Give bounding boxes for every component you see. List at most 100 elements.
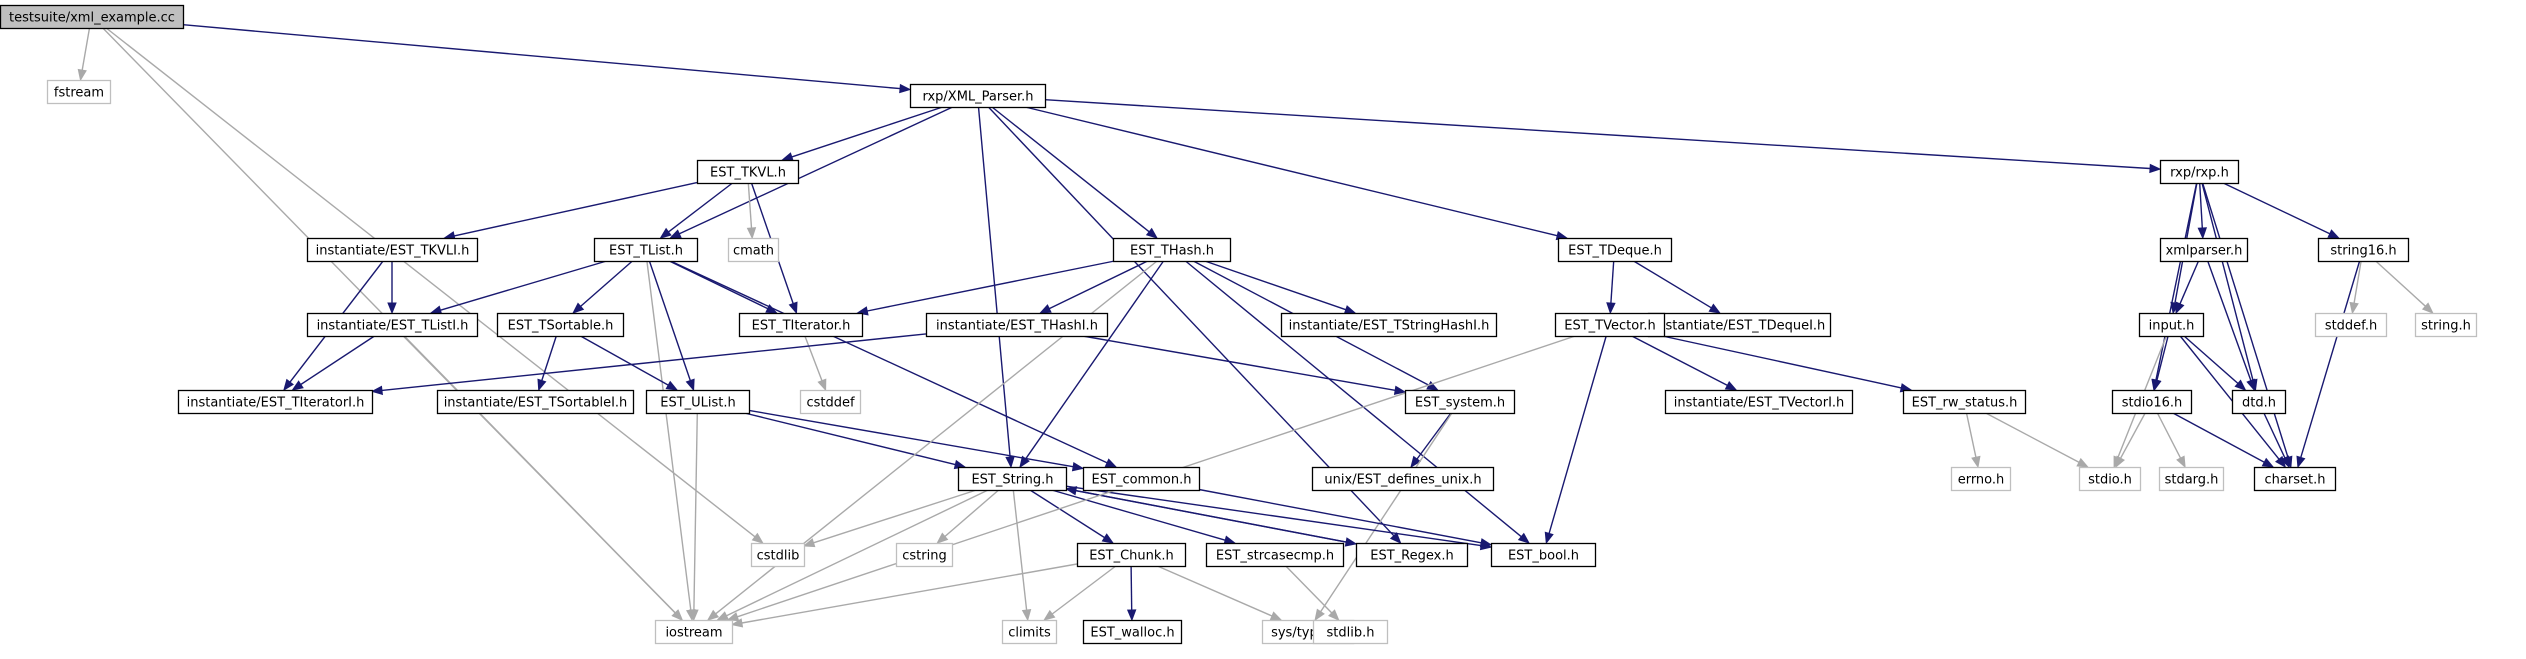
edge-xml_example-to-fstream <box>77 27 91 82</box>
node-label: EST_TVector.h <box>1564 319 1655 334</box>
node-xml-example[interactable]: testsuite/xml_example.cc <box>0 4 185 30</box>
node-est-system[interactable]: EST_system.h <box>1404 389 1516 415</box>
edge-est_ulist-to-iostream <box>689 412 699 622</box>
edge-est_tvector-to-est_bool <box>1544 335 1607 545</box>
node-unix-defines[interactable]: unix/EST_defines_unix.h <box>1311 466 1495 492</box>
node-est-rw-status[interactable]: EST_rw_status.h <box>1902 389 2027 415</box>
edge-est_string-to-est_bool <box>1065 485 1493 551</box>
edge-est_thash-to-est_string <box>1019 260 1165 469</box>
edge-xml_parser-to-est_tlist <box>669 106 953 239</box>
node-inst-tdequei[interactable]: instantiate/EST_TDequeI.h <box>1647 312 1832 338</box>
edge-stdio16_h-to-charset_h <box>2172 412 2275 468</box>
node-stdarg-h: stdarg.h <box>2158 466 2225 492</box>
node-label: EST_common.h <box>1092 473 1192 488</box>
edge-est_tlist-to-est_ulist <box>648 260 695 392</box>
node-label: climits <box>1008 626 1051 641</box>
node-label: EST_UList.h <box>660 396 736 411</box>
node-label: rxp/XML_Parser.h <box>922 90 1033 105</box>
node-cstdlib: cstdlib <box>750 542 806 568</box>
node-dtd-h[interactable]: dtd.h <box>2231 389 2287 415</box>
edges-layer <box>77 24 2434 628</box>
node-label: EST_String.h <box>971 473 1053 488</box>
node-inst-titeratori[interactable]: instantiate/EST_TIteratorI.h <box>177 389 374 415</box>
node-label: cstddef <box>806 396 855 411</box>
edge-est_tvector-to-inst_tvectori <box>1631 335 1738 391</box>
node-est-bool[interactable]: EST_bool.h <box>1490 542 1597 568</box>
node-string-h: string.h <box>2414 312 2478 338</box>
node-est-regex[interactable]: EST_Regex.h <box>1355 542 1469 568</box>
edge-est_string-to-est_strcasecmp <box>1051 489 1237 545</box>
edge-xmlparser_h-to-dtd_h <box>2207 260 2256 392</box>
node-label: instantiate/EST_TKVLI.h <box>316 244 470 259</box>
node-xml-parser[interactable]: rxp/XML_Parser.h <box>909 83 1047 109</box>
node-cstring: cstring <box>895 542 954 568</box>
node-charset-h[interactable]: charset.h <box>2253 466 2337 492</box>
node-label: instantiate/EST_TStringHashI.h <box>1289 319 1490 334</box>
node-label: charset.h <box>2265 473 2326 488</box>
node-input-h[interactable]: input.h <box>2138 312 2205 338</box>
edge-inst_tkvli-to-inst_tlisti <box>387 261 397 315</box>
edge-est_chunk-to-climits <box>1043 565 1117 621</box>
node-errno-h: errno.h <box>1950 466 2012 492</box>
node-label: EST_walloc.h <box>1090 626 1174 641</box>
edge-rxp_h-to-string16_h <box>2222 182 2341 239</box>
node-cstddef: cstddef <box>799 389 862 415</box>
node-est-tvector[interactable]: EST_TVector.h <box>1554 312 1666 338</box>
edge-dtd_h-to-charset_h <box>2263 412 2290 469</box>
node-label: testsuite/xml_example.cc <box>9 11 175 26</box>
node-est-walloc[interactable]: EST_walloc.h <box>1082 619 1183 645</box>
node-est-ulist[interactable]: EST_UList.h <box>645 389 751 415</box>
node-xmlparser-h[interactable]: xmlparser.h <box>2159 237 2249 263</box>
node-label: xmlparser.h <box>2166 244 2243 259</box>
node-label: cstdlib <box>757 549 800 564</box>
node-est-strcasecmp[interactable]: EST_strcasecmp.h <box>1205 542 1345 568</box>
node-string16-h[interactable]: string16.h <box>2317 237 2410 263</box>
edge-xml_example-to-xml_parser <box>182 24 912 94</box>
node-label: instantiate/EST_THashI.h <box>936 319 1098 334</box>
node-label: EST_TIterator.h <box>752 319 851 334</box>
node-inst-tlisti[interactable]: instantiate/EST_TListI.h <box>306 312 479 338</box>
edge-stdio16_h-to-stdarg_h <box>2156 412 2186 469</box>
node-inst-tvectori[interactable]: instantiate/EST_TVectorI.h <box>1664 389 1854 415</box>
node-label: EST_system.h <box>1415 396 1505 411</box>
node-cmath: cmath <box>727 237 780 263</box>
node-label: EST_TSortable.h <box>508 319 614 334</box>
node-label: instantiate/EST_TVectorI.h <box>1674 396 1845 411</box>
node-label: errno.h <box>1958 473 2005 488</box>
node-est-string[interactable]: EST_String.h <box>957 466 1068 492</box>
node-inst-tsortablei[interactable]: instantiate/EST_TSortableI.h <box>436 389 635 415</box>
node-est-titerator[interactable]: EST_TIterator.h <box>738 312 864 338</box>
node-est-tsortable[interactable]: EST_TSortable.h <box>496 312 625 338</box>
node-inst-tstringhashi[interactable]: instantiate/EST_TStringHashI.h <box>1280 312 1498 338</box>
node-stdio16-h[interactable]: stdio16.h <box>2111 389 2193 415</box>
node-label: dtd.h <box>2242 396 2276 411</box>
edge-rxp_h-to-stdio16_h <box>2151 182 2198 392</box>
node-est-tkvl[interactable]: EST_TKVL.h <box>696 159 800 185</box>
edge-est_tlist-to-est_common <box>670 260 1118 468</box>
node-est-thash[interactable]: EST_THash.h <box>1112 237 1232 263</box>
node-inst-tkvli[interactable]: instantiate/EST_TKVLI.h <box>306 237 479 263</box>
node-label: EST_TList.h <box>609 244 683 259</box>
node-iostream: iostream <box>654 619 734 645</box>
edge-xml_parser-to-est_regex <box>987 106 1402 544</box>
edge-est_string-to-cstdlib <box>802 489 977 548</box>
node-est-tdeque[interactable]: EST_TDeque.h <box>1557 237 1673 263</box>
node-est-chunk[interactable]: EST_Chunk.h <box>1076 542 1187 568</box>
node-stdio-h: stdio.h <box>2078 466 2142 492</box>
edge-est_tlist-to-iostream <box>646 260 696 622</box>
node-label: stdio16.h <box>2122 396 2183 411</box>
edge-est_tdeque-to-inst_tdequei <box>1633 260 1722 314</box>
edge-xml_parser-to-est_tkvl <box>781 106 943 162</box>
node-fstream: fstream <box>46 79 112 105</box>
edge-est_string-to-est_chunk <box>1029 489 1115 544</box>
node-est-tlist[interactable]: EST_TList.h <box>593 237 699 263</box>
node-inst-thashi[interactable]: instantiate/EST_THashI.h <box>925 312 1109 338</box>
node-label: instantiate/EST_TDequeI.h <box>1654 319 1826 334</box>
node-label: stdlib.h <box>1327 626 1375 641</box>
node-rxp-h[interactable]: rxp/rxp.h <box>2159 159 2240 185</box>
edge-est_thash-to-est_titerator <box>856 260 1115 316</box>
edge-est_tlist-to-est_titerator <box>668 260 778 314</box>
node-est-common[interactable]: EST_common.h <box>1082 466 1201 492</box>
